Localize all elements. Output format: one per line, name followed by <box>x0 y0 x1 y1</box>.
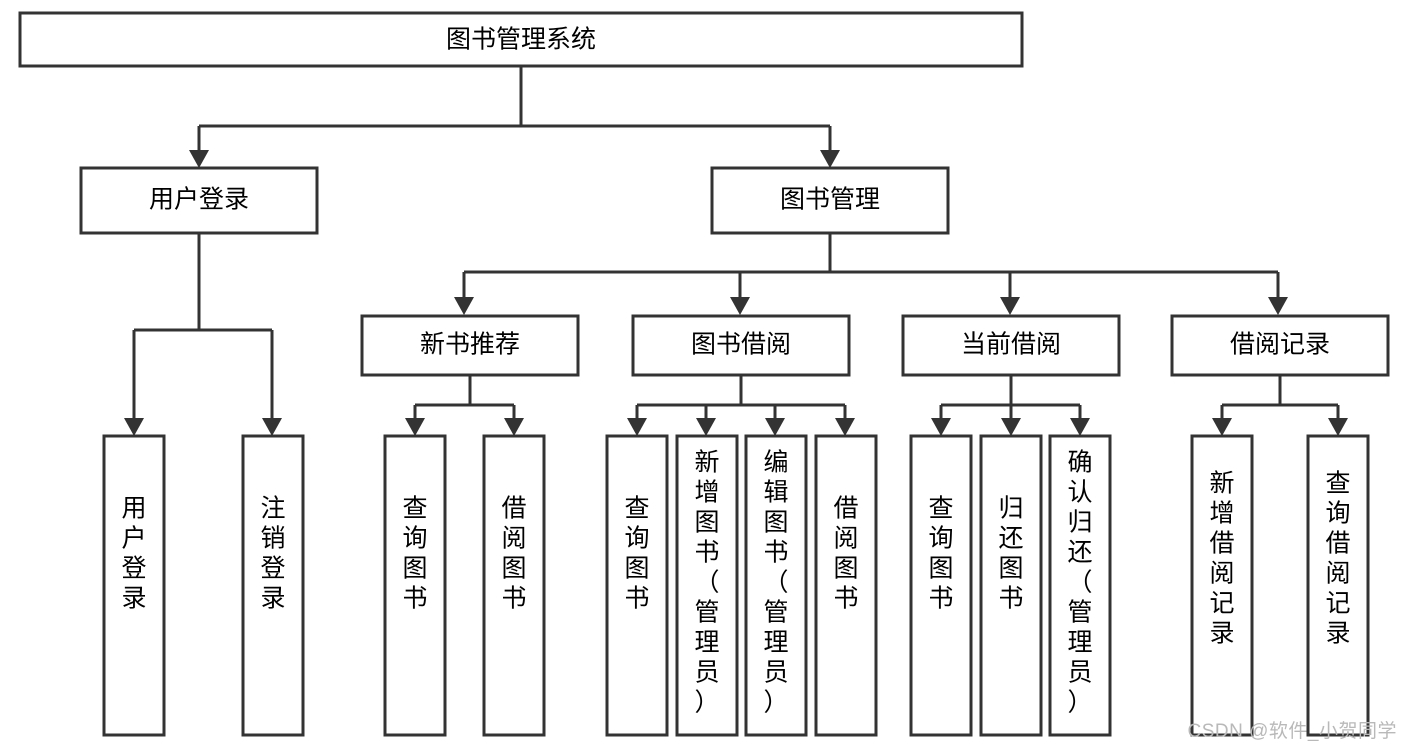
node-root-book-management-system[interactable]: 图书管理系统 <box>18 11 1024 68</box>
leaf-current-borrow-confirm[interactable]: 确认归还（管理员） <box>1048 434 1112 737</box>
leaf-new-book-borrow-box <box>482 434 546 737</box>
node-borrow-record-label: 借阅记录 <box>1230 331 1330 359</box>
connector-layer <box>124 66 1348 436</box>
arrow-new-book-leaf-2 <box>504 418 524 436</box>
leaf-user-login-signout[interactable]: 注销登录 <box>241 434 305 737</box>
arrow-user-login-leaf-2 <box>262 418 282 436</box>
node-book-management[interactable]: 图书管理 <box>710 166 950 235</box>
leaf-book-borrow-query[interactable]: 查询图书 <box>605 434 669 737</box>
leaf-current-borrow-confirm-box <box>1048 434 1112 737</box>
arrow-current-borrow-leaf-3 <box>1070 418 1090 436</box>
arrow-root-to-user-login <box>189 150 209 168</box>
node-user-login-label: 用户登录 <box>149 186 249 214</box>
leaf-borrow-record-add-box <box>1190 434 1254 737</box>
leaf-current-borrow-return-label: 归还图书 <box>998 495 1023 613</box>
arrow-current-borrow-leaf-1 <box>931 418 951 436</box>
node-borrow-record-box <box>1170 314 1390 377</box>
node-book-borrow-label: 图书借阅 <box>691 331 791 359</box>
arrow-to-borrow-record <box>1268 297 1288 315</box>
leaf-current-borrow-query-label: 查询图书 <box>928 495 953 613</box>
arrow-book-borrow-leaf-4 <box>835 418 855 436</box>
leaf-borrow-record-query[interactable]: 查询借阅记录 <box>1306 434 1370 737</box>
leaf-borrow-record-query-label: 查询借阅记录 <box>1325 470 1350 648</box>
node-user-login[interactable]: 用户登录 <box>79 166 319 235</box>
leaf-book-borrow-borrow-label: 借阅图书 <box>833 495 858 613</box>
leaf-borrow-record-query-box <box>1306 434 1370 737</box>
arrow-to-new-book <box>454 297 474 315</box>
leaf-user-login-signin[interactable]: 用户登录 <box>102 434 166 737</box>
arrow-to-book-borrow <box>730 297 750 315</box>
leaf-user-login-signin-label: 用户登录 <box>121 495 146 613</box>
node-borrow-record[interactable]: 借阅记录 <box>1170 314 1390 377</box>
arrow-user-login-leaf-1 <box>124 418 144 436</box>
node-current-borrow-label: 当前借阅 <box>961 331 1061 359</box>
leaf-current-borrow-query-box <box>909 434 973 737</box>
leaf-borrow-record-add-label: 新增借阅记录 <box>1209 470 1234 648</box>
leaf-book-borrow-query-label: 查询图书 <box>624 495 649 613</box>
leaf-new-book-query-label: 查询图书 <box>402 495 427 613</box>
arrow-current-borrow-leaf-2 <box>1001 418 1021 436</box>
leaf-new-book-query[interactable]: 查询图书 <box>383 434 447 737</box>
node-book-borrow[interactable]: 图书借阅 <box>631 314 851 377</box>
leaf-current-borrow-query[interactable]: 查询图书 <box>909 434 973 737</box>
leaf-new-book-borrow[interactable]: 借阅图书 <box>482 434 546 737</box>
leaf-current-borrow-return[interactable]: 归还图书 <box>979 434 1043 737</box>
node-new-book-recommend-label: 新书推荐 <box>420 331 520 359</box>
leaf-book-borrow-edit[interactable]: 编辑图书（管理员） <box>744 434 808 737</box>
leaf-user-login-signout-box <box>241 434 305 737</box>
node-book-management-box <box>710 166 950 235</box>
leaf-book-borrow-edit-label: 编辑图书（管理员） <box>763 449 788 717</box>
leaf-current-borrow-confirm-label: 确认归还（管理员） <box>1067 449 1092 717</box>
leaf-book-borrow-add-label: 新增图书（管理员） <box>694 449 719 717</box>
node-root-box <box>18 11 1024 68</box>
node-new-book-recommend[interactable]: 新书推荐 <box>360 314 580 377</box>
node-current-borrow[interactable]: 当前借阅 <box>901 314 1121 377</box>
arrow-new-book-leaf-1 <box>405 418 425 436</box>
node-user-login-box <box>79 166 319 235</box>
arrow-borrow-record-leaf-1 <box>1212 418 1232 436</box>
leaf-book-borrow-add[interactable]: 新增图书（管理员） <box>675 434 739 737</box>
arrow-root-to-book-mgmt <box>820 150 840 168</box>
arrow-book-borrow-leaf-2 <box>696 418 716 436</box>
arrow-borrow-record-leaf-2 <box>1328 418 1348 436</box>
leaf-new-book-borrow-label: 借阅图书 <box>501 495 526 613</box>
leaf-user-login-signin-box <box>102 434 166 737</box>
leaf-user-login-signout-label: 注销登录 <box>260 495 285 613</box>
arrow-to-current-borrow <box>1000 297 1020 315</box>
node-book-management-label: 图书管理 <box>780 186 880 214</box>
leaf-book-borrow-borrow[interactable]: 借阅图书 <box>814 434 878 737</box>
arrow-book-borrow-leaf-1 <box>627 418 647 436</box>
node-root-label: 图书管理系统 <box>446 26 596 54</box>
node-current-borrow-box <box>901 314 1121 377</box>
leaf-book-borrow-edit-box <box>744 434 808 737</box>
leaf-new-book-query-box <box>383 434 447 737</box>
node-new-book-recommend-box <box>360 314 580 377</box>
leaf-borrow-record-add[interactable]: 新增借阅记录 <box>1190 434 1254 737</box>
leaf-book-borrow-query-box <box>605 434 669 737</box>
node-book-borrow-box <box>631 314 851 377</box>
leaf-book-borrow-add-box <box>675 434 739 737</box>
leaf-current-borrow-return-box <box>979 434 1043 737</box>
arrow-book-borrow-leaf-3 <box>765 418 785 436</box>
leaf-book-borrow-borrow-box <box>814 434 878 737</box>
